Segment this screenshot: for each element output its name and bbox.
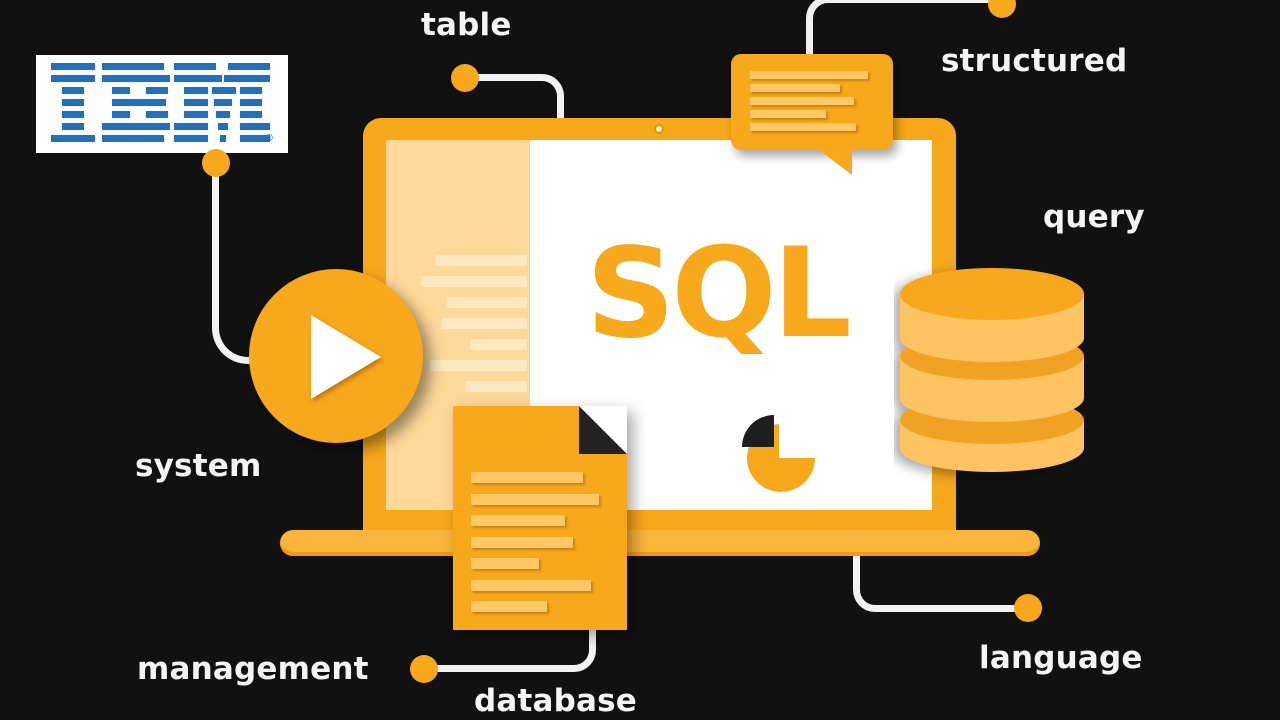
connector-system	[212, 168, 272, 364]
label-structured: structured	[941, 43, 1128, 79]
connector-table	[470, 74, 564, 120]
dot-language	[1014, 594, 1042, 622]
chat-bubble-tail	[818, 149, 852, 175]
label-management: management	[137, 651, 369, 687]
database-icon	[900, 268, 1084, 472]
connector-structured	[806, 0, 1002, 58]
registered-mark: ®	[264, 133, 274, 144]
chat-bubble-icon	[731, 54, 893, 150]
label-language: language	[979, 640, 1143, 676]
label-system: system	[135, 448, 262, 484]
label-database: database	[474, 683, 638, 719]
laptop-camera	[654, 124, 664, 134]
laptop-base	[280, 530, 1040, 556]
document-icon	[453, 406, 627, 630]
dot-table	[451, 64, 479, 92]
ibm-logo-icon	[51, 63, 270, 142]
connector-language	[853, 555, 1028, 612]
play-button-icon	[249, 269, 423, 443]
play-icon	[311, 315, 381, 399]
dot-structured	[988, 0, 1016, 18]
pie-chart-icon	[742, 415, 815, 492]
label-query: query	[1043, 199, 1145, 235]
label-table: table	[421, 7, 512, 43]
connector-database	[428, 628, 596, 672]
dot-management	[410, 655, 438, 683]
sql-title: SQL	[586, 222, 852, 366]
dot-system	[202, 149, 230, 177]
ibm-logo: ®	[36, 55, 288, 153]
document-fold	[579, 406, 627, 454]
